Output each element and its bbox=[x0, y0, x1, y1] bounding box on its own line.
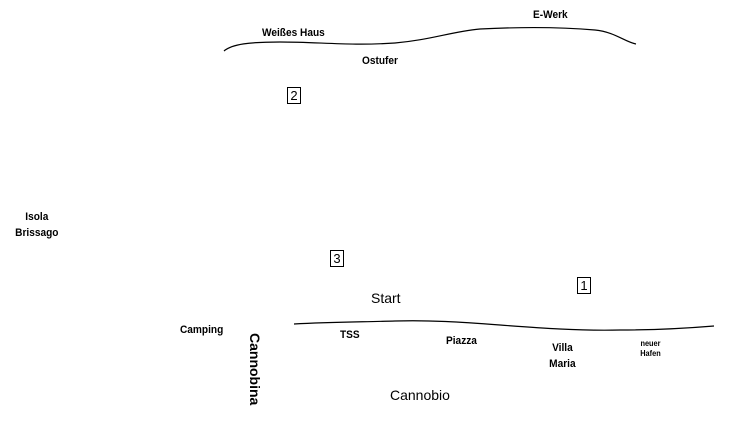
north-shoreline bbox=[223, 27, 637, 52]
label-e-werk: E-Werk bbox=[533, 9, 568, 21]
label-neuer-hafen: neuer Hafen bbox=[633, 339, 668, 359]
label-tss: TSS bbox=[340, 329, 360, 341]
label-piazza: Piazza bbox=[446, 335, 477, 347]
marker-1[interactable]: 1 bbox=[577, 277, 591, 294]
label-weisses-haus: Weißes Haus bbox=[262, 27, 325, 39]
label-ostufer: Ostufer bbox=[362, 55, 398, 67]
label-isola-line1: Isola bbox=[25, 211, 49, 223]
label-start: Start bbox=[371, 290, 401, 306]
label-cannobina-river: Cannobina bbox=[247, 333, 263, 406]
label-isola: Isola Brissago bbox=[12, 209, 62, 241]
label-neuer-hafen-line1: neuer bbox=[640, 339, 661, 348]
marker-3[interactable]: 3 bbox=[330, 250, 344, 267]
label-neuer-hafen-line2: Hafen bbox=[640, 349, 661, 358]
south-shoreline bbox=[293, 320, 715, 331]
label-cannobio: Cannobio bbox=[390, 387, 450, 403]
label-villa-maria-line1: Villa bbox=[552, 342, 573, 354]
marker-2[interactable]: 2 bbox=[287, 87, 301, 104]
label-villa-maria-line2: Maria bbox=[549, 358, 576, 370]
label-camping: Camping bbox=[180, 324, 224, 336]
label-isola-line2: Brissago bbox=[15, 227, 59, 239]
label-villa-maria: Villa Maria bbox=[544, 340, 581, 372]
